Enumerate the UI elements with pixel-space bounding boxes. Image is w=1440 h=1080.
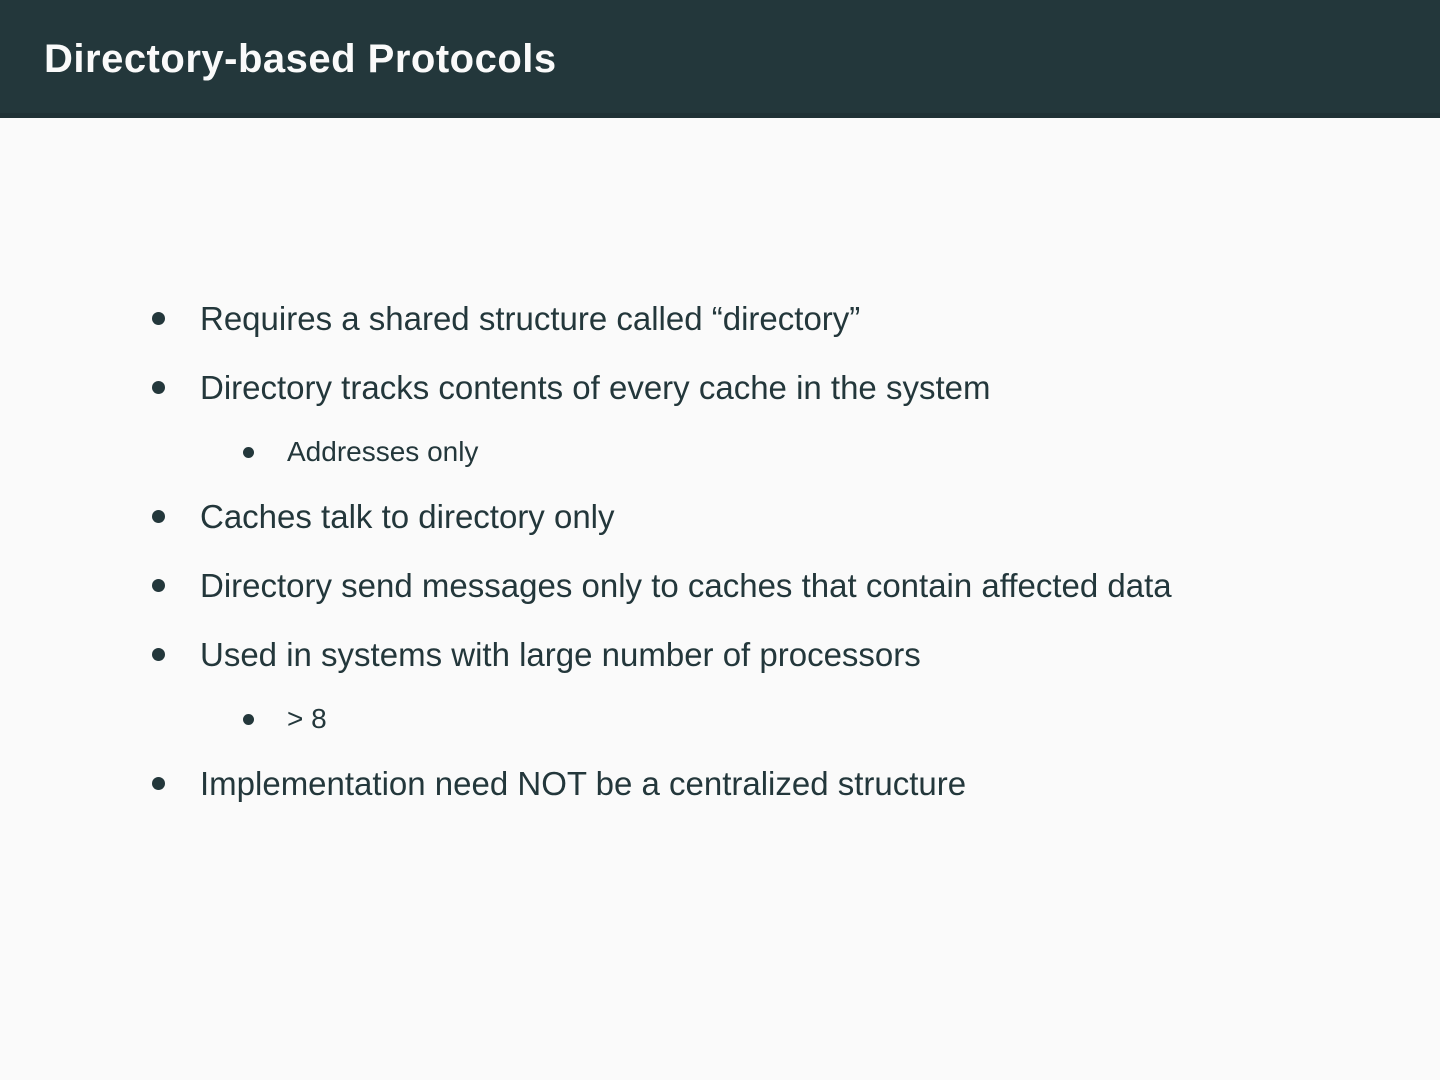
bullet-text: Addresses only [287, 436, 479, 468]
bullet-text: Caches talk to directory only [200, 497, 615, 535]
bullet-icon [152, 509, 165, 523]
bullet-text: Implementation need NOT be a centralized… [200, 764, 967, 802]
bullet-item: Directory tracks contents of every cache… [0, 357, 1440, 418]
slide-title: Directory-based Protocols [44, 36, 557, 81]
bullet-icon [152, 312, 165, 325]
bullet-item: Directory send messages only to caches t… [0, 555, 1440, 616]
bullet-item: > 8 [0, 693, 1440, 745]
bullet-icon [152, 647, 165, 661]
bullet-list: Requires a shared structure called “dire… [0, 288, 1440, 814]
bullet-icon [152, 578, 165, 592]
slide-body: Requires a shared structure called “dire… [0, 118, 1440, 1080]
bullet-item: Used in systems with large number of pro… [0, 624, 1440, 685]
bullet-text: > 8 [287, 703, 327, 735]
bullet-text: Used in systems with large number of pro… [200, 635, 921, 673]
bullet-item: Implementation need NOT be a centralized… [0, 753, 1440, 814]
bullet-text: Directory tracks contents of every cache… [200, 369, 991, 407]
slide-header: Directory-based Protocols [0, 0, 1440, 118]
bullet-item: Addresses only [0, 426, 1440, 478]
bullet-icon [152, 776, 165, 790]
bullet-icon [243, 447, 254, 459]
bullet-item: Requires a shared structure called “dire… [0, 288, 1440, 349]
bullet-icon [243, 714, 254, 726]
bullet-icon [152, 381, 165, 395]
bullet-text: Directory send messages only to caches t… [200, 566, 1172, 604]
bullet-text: Requires a shared structure called “dire… [200, 300, 861, 337]
bullet-item: Caches talk to directory only [0, 486, 1440, 547]
